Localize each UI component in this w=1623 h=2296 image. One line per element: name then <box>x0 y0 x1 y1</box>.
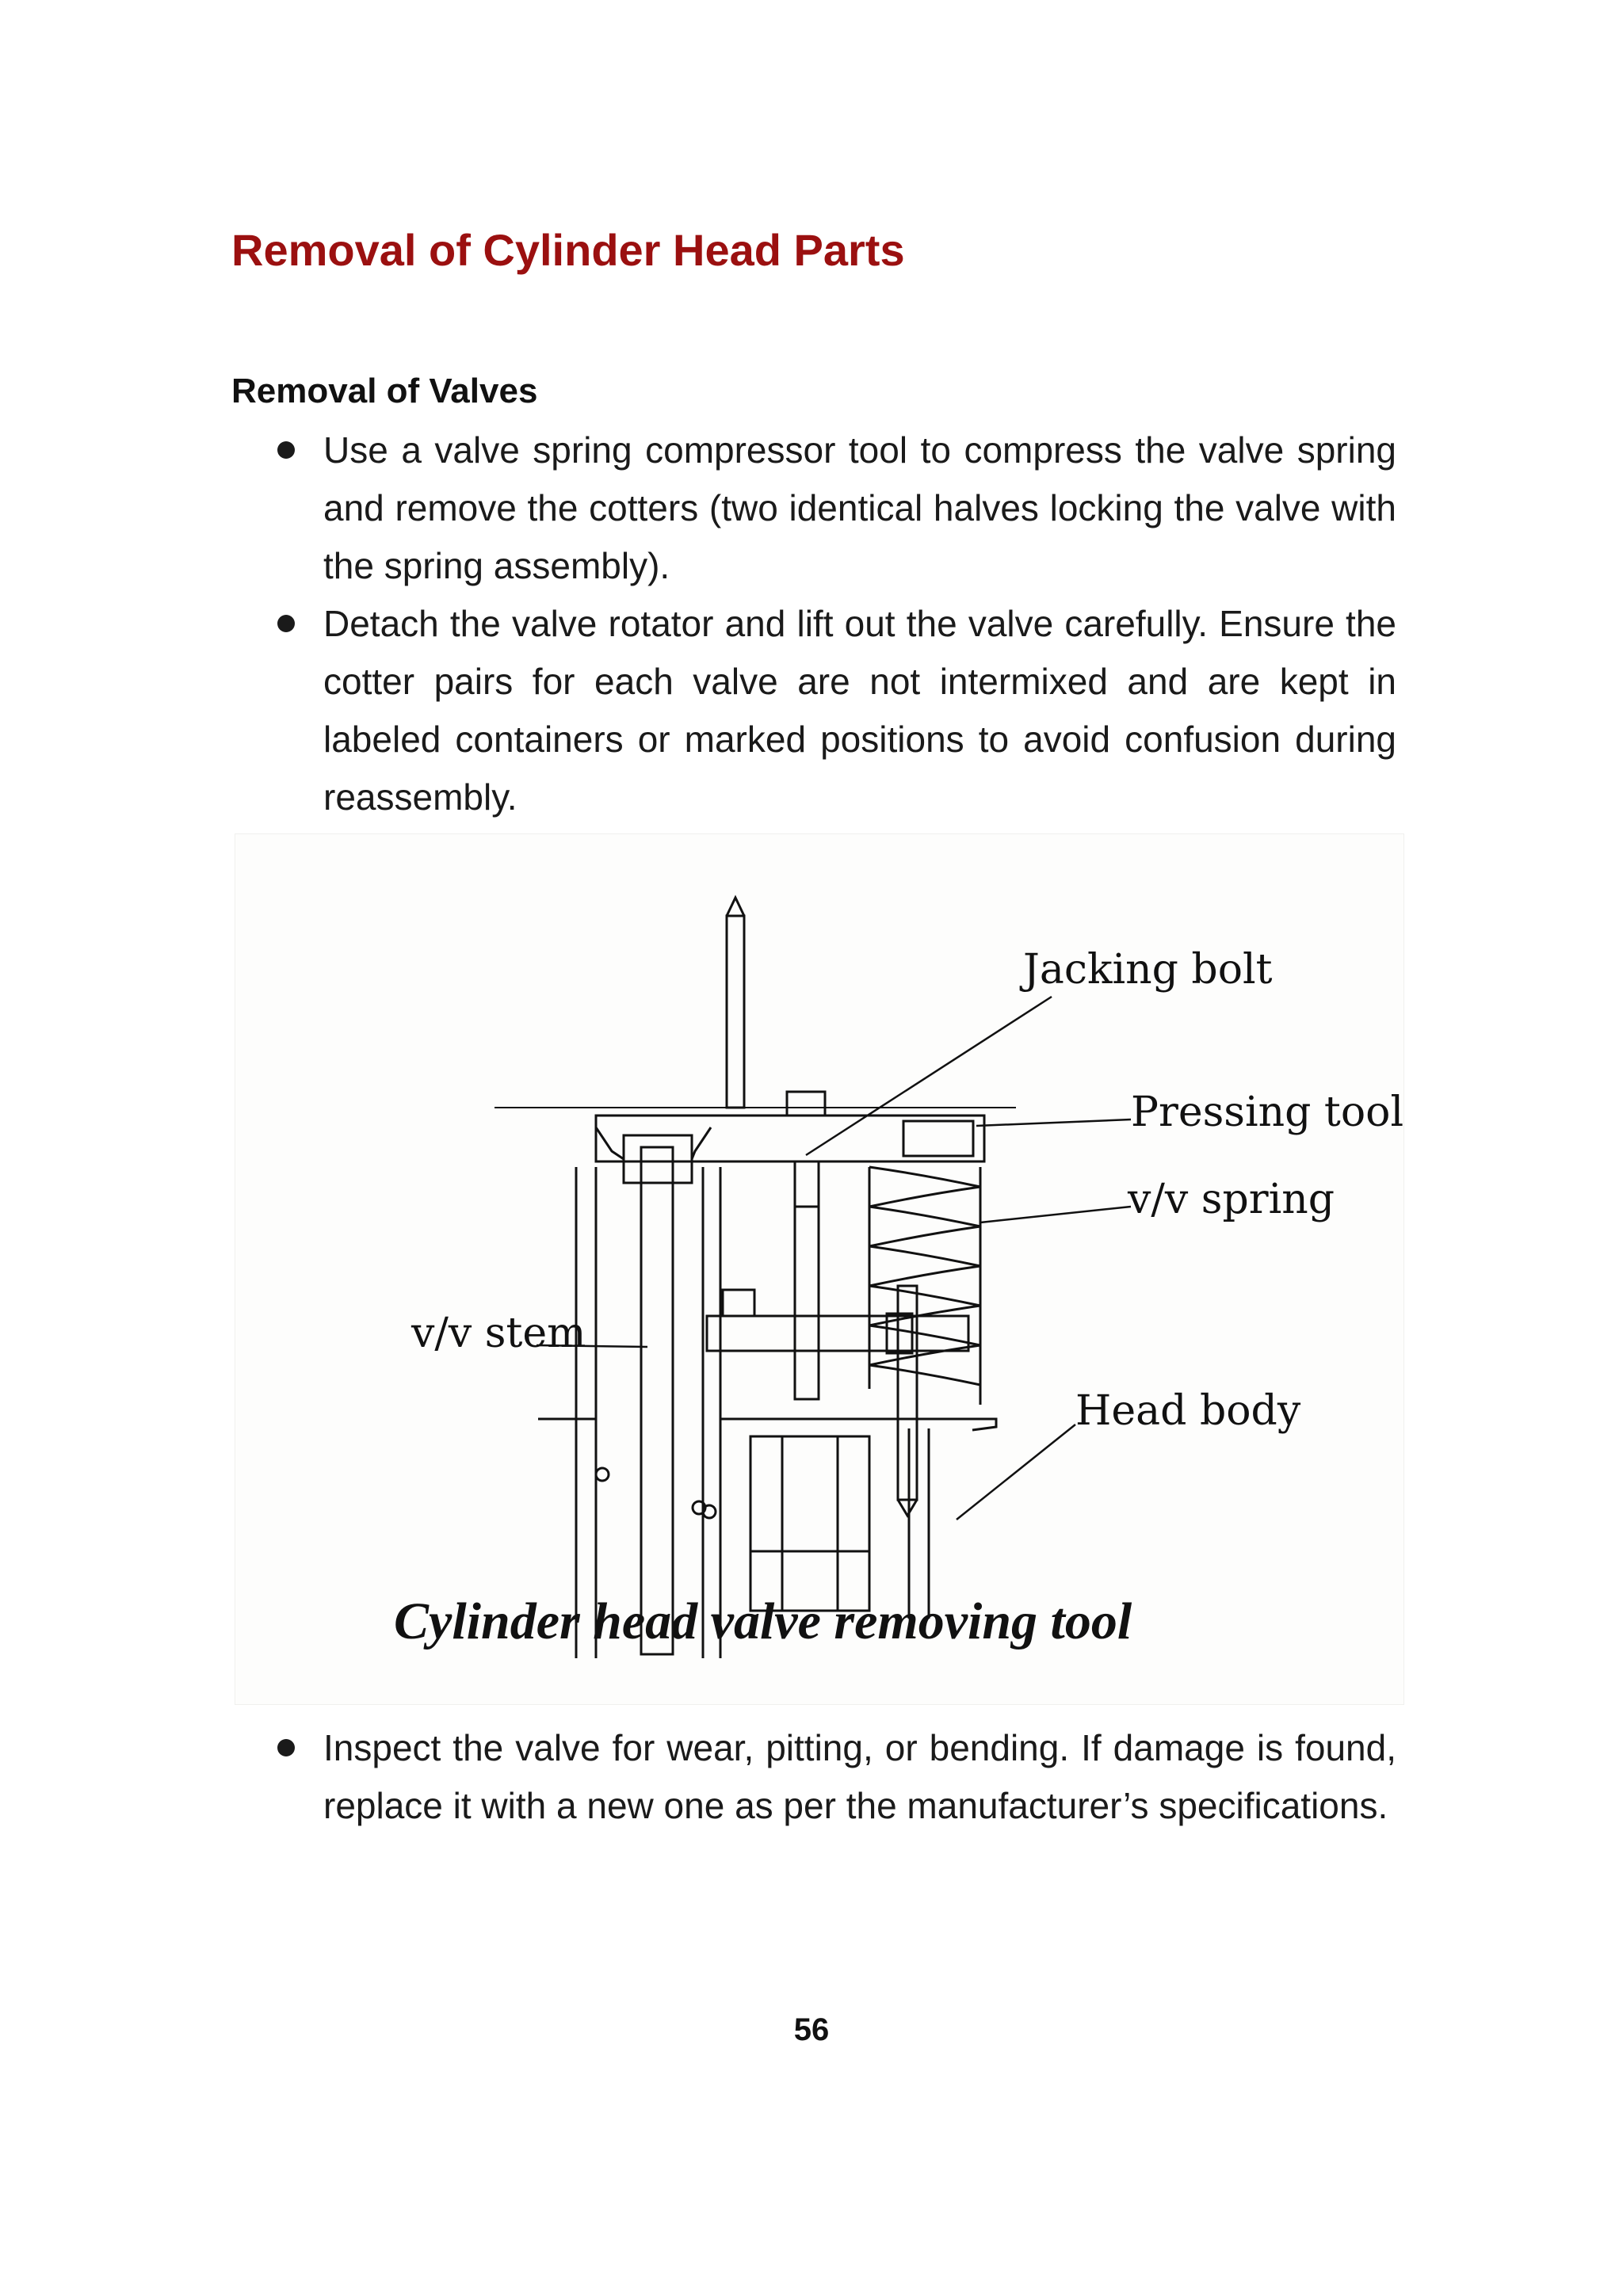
label-valve-spring: v/v spring <box>1127 1176 1335 1223</box>
label-pressing-tool: Pressing tool <box>1131 1089 1403 1136</box>
bullet-icon <box>277 615 295 632</box>
list-item-text: Use a valve spring compressor tool to co… <box>323 429 1396 586</box>
list-item-text: Inspect the valve for wear, pitting, or … <box>323 1727 1396 1826</box>
list-item-text: Detach the valve rotator and lift out th… <box>323 603 1396 818</box>
list-item: Detach the valve rotator and lift out th… <box>277 595 1396 826</box>
valve-tool-drawing: Jacking bolt Pressing tool v/v spring v/… <box>394 894 1403 1658</box>
bullet-list-after-figure: Inspect the valve for wear, pitting, or … <box>277 1719 1396 1835</box>
subsection-title: Removal of Valves <box>231 372 538 410</box>
list-item: Inspect the valve for wear, pitting, or … <box>277 1719 1396 1835</box>
label-valve-stem: v/v stem <box>411 1310 586 1357</box>
section-title: Removal of Cylinder Head Parts <box>231 225 905 275</box>
bullet-icon <box>277 441 295 459</box>
label-jacking-bolt: Jacking bolt <box>1019 946 1273 994</box>
valve-tool-figure: Jacking bolt Pressing tool v/v spring v/… <box>235 833 1404 1705</box>
bullet-icon <box>277 1739 295 1756</box>
page-number: 56 <box>793 2012 830 2047</box>
label-head-body: Head body <box>1075 1387 1301 1435</box>
bullet-list-before-figure: Use a valve spring compressor tool to co… <box>277 421 1396 826</box>
list-item: Use a valve spring compressor tool to co… <box>277 421 1396 595</box>
figure-caption: Cylinder head valve removing tool <box>394 1592 1132 1650</box>
